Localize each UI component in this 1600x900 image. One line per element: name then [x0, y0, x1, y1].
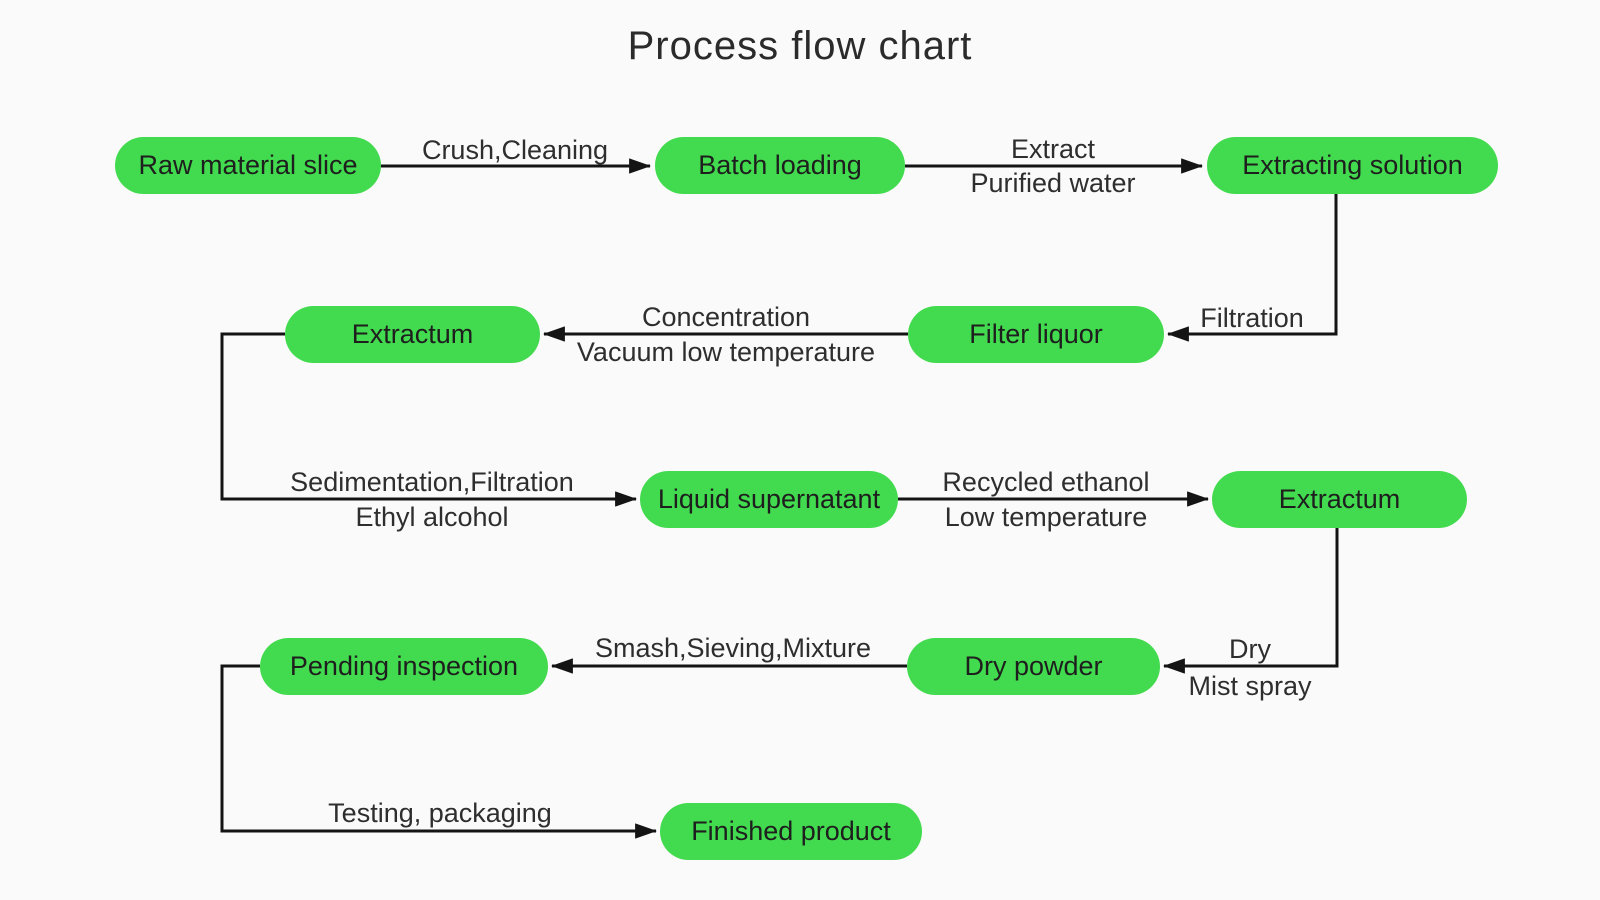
- edge-label-dry: Dry: [1229, 634, 1271, 664]
- edge-extractum2-to-drypowder: [1162, 528, 1339, 674]
- node-raw-material-slice: Raw material slice: [115, 137, 381, 194]
- edge-extractum-to-supernatant: [220, 332, 638, 507]
- node-extractum-1: Extractum: [285, 306, 540, 363]
- node-extracting-solution: Extracting solution: [1207, 137, 1498, 194]
- node-finished-product: Finished product: [660, 803, 922, 860]
- edge-label-purified-water: Purified water: [970, 168, 1136, 198]
- node-batch-loading: Batch loading: [655, 137, 905, 194]
- node-liquid-supernatant: Liquid supernatant: [640, 471, 898, 528]
- edge-extracting-to-filter: [1166, 194, 1338, 342]
- edge-label-smash-sieving-mixture: Smash,Sieving,Mixture: [594, 633, 872, 663]
- edge-label-ethyl-alcohol: Ethyl alcohol: [355, 502, 509, 532]
- edge-label-mist-spray: Mist spray: [1188, 671, 1312, 701]
- chart-title: Process flow chart: [627, 24, 973, 68]
- edge-label-testing-packaging: Testing, packaging: [328, 798, 552, 828]
- edge-label-concentration: Concentration: [641, 302, 811, 332]
- edge-label-crush-cleaning: Crush,Cleaning: [421, 135, 609, 165]
- node-pending-inspection: Pending inspection: [260, 638, 548, 695]
- node-dry-powder: Dry powder: [907, 638, 1160, 695]
- edge-pending-to-finished: [220, 664, 658, 839]
- node-filter-liquor: Filter liquor: [908, 306, 1164, 363]
- edge-label-filtration: Filtration: [1200, 303, 1304, 333]
- node-extractum-2: Extractum: [1212, 471, 1467, 528]
- edge-label-recycled-ethanol: Recycled ethanol: [942, 467, 1150, 497]
- edge-label-sedimentation-filtration: Sedimentation,Filtration: [290, 467, 574, 497]
- edge-label-low-temperature: Low temperature: [944, 502, 1148, 532]
- edge-label-vacuum-low-temperature: Vacuum low temperature: [576, 337, 876, 367]
- edge-label-extract: Extract: [1010, 134, 1096, 164]
